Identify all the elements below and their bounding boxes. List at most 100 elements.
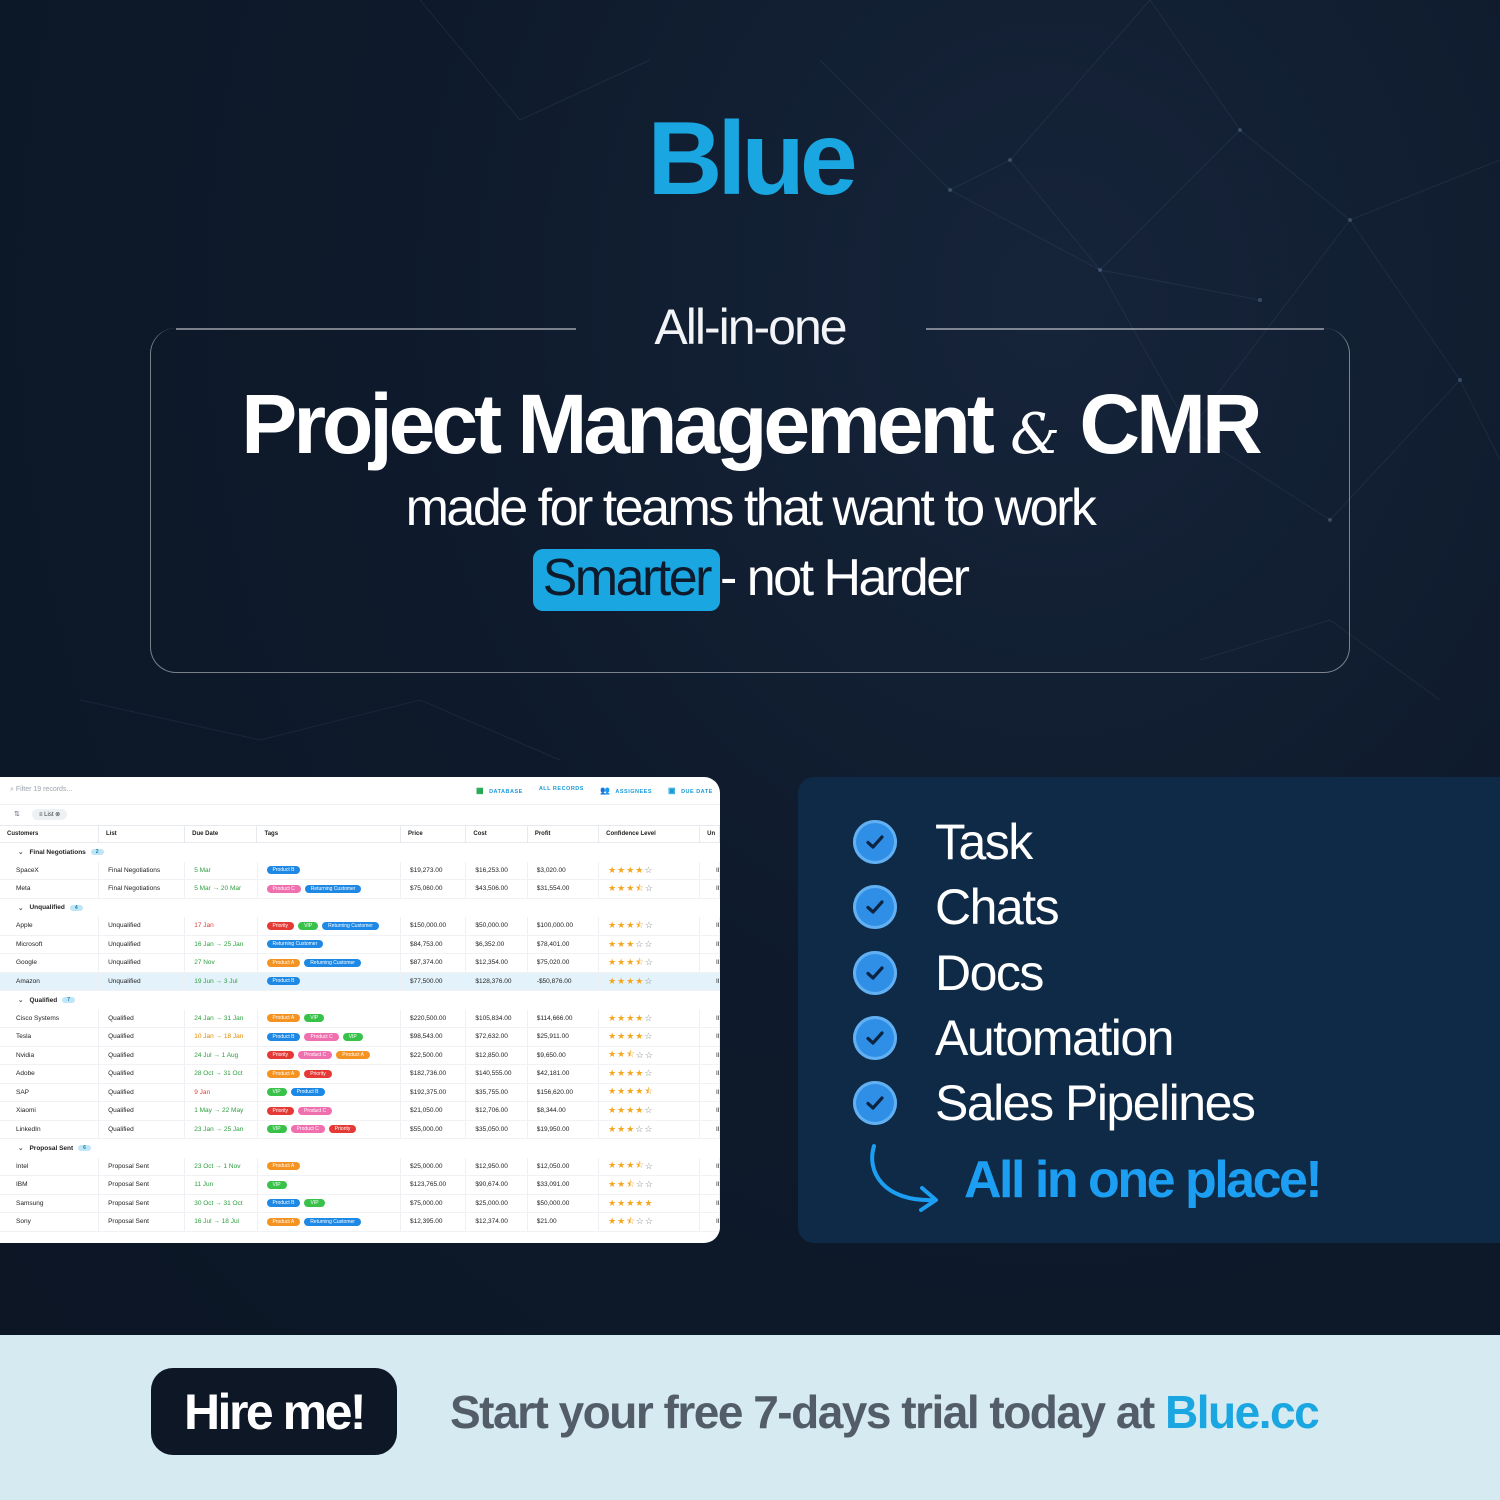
cell-price: $77,500.00 (401, 972, 467, 990)
cell-price: $182,736.00 (401, 1065, 467, 1083)
cell-due-date: 27 Nov (185, 954, 258, 972)
star-rating[interactable]: ★★★★☆ (599, 972, 701, 990)
cell-customer: Tesla (0, 1028, 100, 1046)
cell-price: $192,375.00 (401, 1083, 467, 1101)
tag-badge: VIP (266, 1180, 287, 1189)
column-header[interactable]: Un (700, 826, 720, 842)
star-rating[interactable]: ★★★★⯪ (599, 1083, 701, 1101)
column-header[interactable]: Due Date (185, 826, 258, 842)
tag-badge: Product A (336, 1051, 370, 1060)
trial-cta: Start your free 7-days trial today at Bl… (450, 1385, 1320, 1439)
highlight-badge: Smarter (532, 549, 720, 611)
cell-price: $87,374.00 (401, 954, 467, 972)
toolbar-database[interactable]: ▦DATABASE (476, 786, 523, 795)
cell-id: ID- (700, 972, 720, 990)
cell-profit: $78,401.00 (528, 935, 600, 953)
hire-me-button[interactable]: Hire me! (151, 1368, 397, 1455)
star-rating[interactable]: ★★★★★ (599, 1194, 701, 1212)
cell-price: $150,000.00 (401, 917, 467, 935)
tag-badge: Returning Customer (266, 940, 324, 949)
column-header[interactable]: Price (401, 826, 467, 842)
cell-cost: $6,352.00 (466, 935, 528, 953)
column-header[interactable]: List (99, 826, 186, 842)
cell-tags: Product A (258, 1157, 401, 1175)
star-rating[interactable]: ★★★☆☆ (599, 1120, 701, 1138)
column-header[interactable]: Profit (528, 826, 600, 842)
group-count: 6 (78, 1145, 91, 1152)
cell-customer: Sony (0, 1213, 100, 1231)
star-rating[interactable]: ★★★⯪☆ (599, 880, 701, 898)
cell-price: $98,543.00 (401, 1028, 467, 1046)
cell-customer: SAP (0, 1083, 100, 1101)
tag-badge: Priority (304, 1069, 332, 1078)
feature-tagline: All in one place! (964, 1151, 1323, 1209)
cell-cost: $43,506.00 (466, 880, 528, 898)
column-header[interactable]: Customers (0, 826, 100, 842)
feature-item: Chats (853, 878, 1060, 936)
star-rating[interactable]: ★★⯪☆☆ (599, 1213, 701, 1231)
tag-badge: Product C (298, 1051, 333, 1060)
toolbar-due-date[interactable]: ▣DUE DATE (668, 786, 713, 795)
column-header[interactable]: Cost (466, 826, 528, 842)
toolbar-assignees[interactable]: 👥ASSIGNEES (600, 786, 652, 795)
cell-cost: $128,376.00 (466, 972, 528, 990)
star-rating[interactable]: ★★★⯪☆ (599, 917, 701, 935)
star-rating[interactable]: ★★★⯪☆ (599, 1157, 701, 1175)
chevron-down-icon: ⌄ (18, 904, 24, 912)
cell-due-date: 28 Oct → 31 Oct (185, 1065, 258, 1083)
star-rating[interactable]: ★★★★☆ (599, 1028, 701, 1046)
cell-customer: IBM (0, 1176, 100, 1194)
tag-badge: Product A (266, 1069, 301, 1078)
feature-label: Sales Pipelines (935, 1075, 1256, 1131)
cell-profit: $8,344.00 (528, 1102, 600, 1120)
tag-badge: Returning Customer (322, 921, 379, 930)
cta-link[interactable]: Blue.cc (1165, 1386, 1320, 1438)
cell-customer: Samsung (0, 1194, 100, 1212)
star-rating[interactable]: ★★★★☆ (599, 1065, 701, 1083)
cell-due-date: 24 Jul → 1 Aug (185, 1046, 258, 1064)
star-rating[interactable]: ★★★★☆ (599, 861, 701, 879)
star-rating[interactable]: ★★⯪☆☆ (599, 1176, 701, 1194)
star-rating[interactable]: ★★★⯪☆ (599, 954, 701, 972)
cell-customer: Intel (0, 1157, 100, 1175)
star-rating[interactable]: ★★⯪☆☆ (599, 1046, 701, 1064)
tag-badge: Returning Customer (304, 958, 361, 967)
cell-profit: $19,950.00 (528, 1120, 600, 1138)
sort-icon[interactable]: ⇅ (14, 811, 20, 818)
filter-input[interactable]: ⌕ Filter 19 records... (10, 786, 72, 794)
list-chip[interactable]: ≡ List ⊗ (32, 809, 68, 820)
column-header[interactable]: Tags (257, 826, 402, 842)
star-rating[interactable]: ★★★★☆ (599, 1102, 701, 1120)
column-header[interactable]: Confidence Level (599, 826, 701, 842)
cell-cost: $12,850.00 (466, 1046, 528, 1064)
tag-badge: Product A (266, 958, 301, 967)
star-rating[interactable]: ★★★☆☆ (599, 935, 701, 953)
star-rating[interactable]: ★★★★☆ (599, 1009, 701, 1027)
cell-price: $75,060.00 (401, 880, 467, 898)
tag-badge: Priority (328, 1125, 357, 1134)
toolbar-all-records[interactable]: ALL RECORDS (538, 786, 584, 792)
cell-cost: $140,555.00 (466, 1065, 528, 1083)
